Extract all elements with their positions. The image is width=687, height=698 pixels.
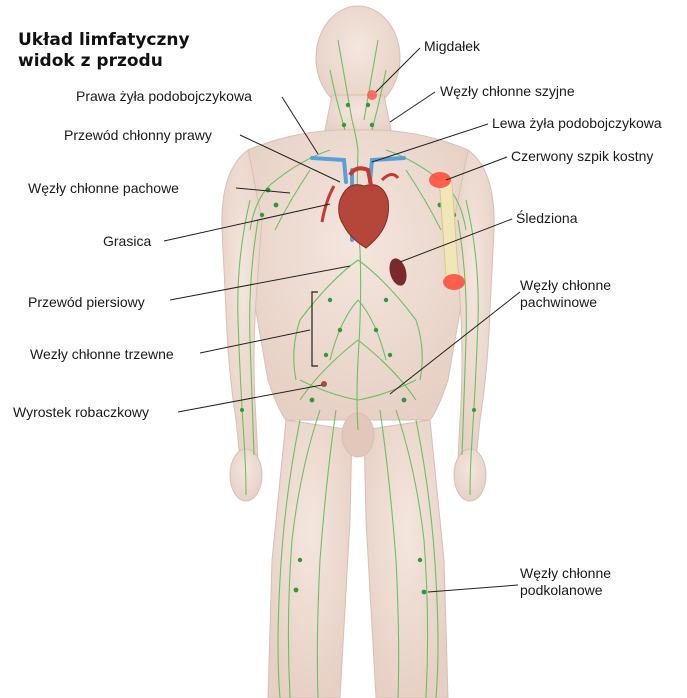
diagram-title: Układ limfatyczny widok z przodu	[18, 30, 190, 72]
label-inguinal-nodes: Węzły chłonne pachwinowe	[520, 277, 611, 311]
label-tonsil: Migdałek	[424, 38, 480, 55]
label-inguinal-line-1: Węzły chłonne	[520, 277, 611, 294]
label-right-subclavian-vein: Prawa żyła podobojczykowa	[76, 88, 252, 105]
label-visceral-nodes: Wezły chłonne trzewne	[30, 346, 174, 363]
appendix	[321, 381, 327, 387]
label-right-lymphatic-duct: Przewód chłonny prawy	[64, 127, 212, 144]
label-popliteal-line-2: podkolanowe	[520, 582, 611, 599]
title-line-2: widok z przodu	[18, 51, 190, 72]
label-appendix: Wyrostek robaczkowy	[13, 404, 149, 421]
label-red-bone-marrow: Czerwony szpik kostny	[511, 148, 653, 165]
label-thoracic-duct: Przewód piersiowy	[28, 294, 145, 311]
label-popliteal-nodes: Węzły chłonne podkolanowe	[520, 565, 611, 599]
label-spleen: Śledziona	[516, 210, 578, 227]
label-cervical-nodes: Węzły chłonne szyjne	[440, 83, 575, 100]
tonsil	[367, 90, 377, 100]
title-line-1: Układ limfatyczny	[18, 30, 190, 51]
label-inguinal-line-2: pachwinowe	[520, 294, 611, 311]
label-left-subclavian-vein: Lewa żyła podobojczykowa	[492, 115, 662, 132]
label-thymus: Grasica	[103, 233, 151, 250]
label-axillary-nodes: Węzły chłonne pachowe	[28, 180, 179, 197]
label-popliteal-line-1: Węzły chłonne	[520, 565, 611, 582]
